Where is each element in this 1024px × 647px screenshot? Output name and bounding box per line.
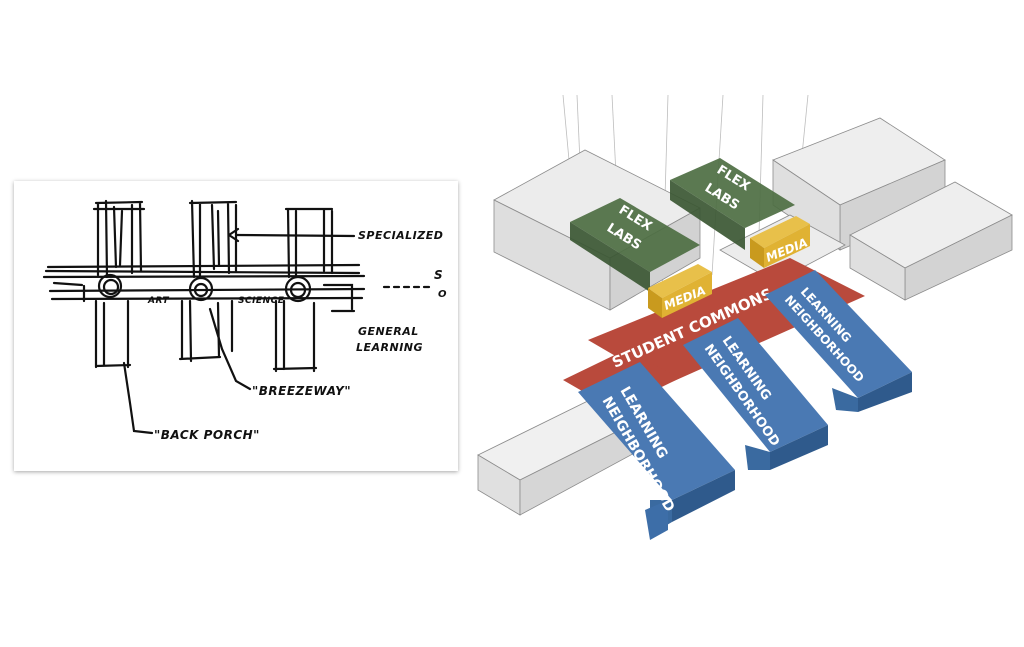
concept-sketch: SPECIALIZED S O GENERAL LEARNING ART SCI…: [14, 181, 458, 471]
label-breezeway: "BREEZEWAY": [252, 384, 351, 398]
label-specialized: SPECIALIZED: [358, 229, 443, 242]
sketch-lines: [42, 199, 436, 435]
label-art: ART: [147, 296, 169, 306]
label-back-porch: "BACK PORCH": [154, 428, 260, 442]
label-general: GENERAL: [358, 325, 419, 338]
label-cut-off: S: [434, 268, 443, 282]
label-cut-off-2: O: [438, 289, 447, 300]
label-science: SCIENCE: [238, 296, 285, 306]
label-learning: LEARNING: [356, 341, 423, 354]
sketch-drawing: SPECIALIZED S O GENERAL LEARNING ART SCI…: [42, 199, 447, 442]
media-block-left: MEDIA: [648, 264, 712, 318]
flex-labs-right: FLEX LABS: [670, 158, 795, 250]
